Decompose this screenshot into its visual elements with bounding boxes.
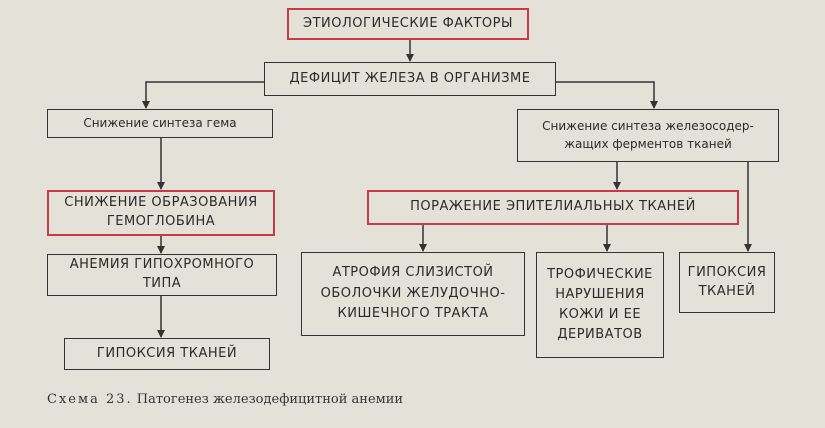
node-atrophy: АТРОФИЯ СЛИЗИСТОЙ ОБОЛОЧКИ ЖЕЛУДОЧНО-КИШ… — [301, 252, 525, 336]
node-enzyme-synthesis: Снижение синтеза железосодер-жащих ферме… — [517, 109, 779, 162]
caption-text: Патогенез железодефицитной анемии — [136, 392, 404, 407]
caption-prefix: Схема 23. — [47, 392, 133, 407]
node-hypoxia-right: ГИПОКСИЯ ТКАНЕЙ — [679, 252, 775, 313]
arrow-deficit-to-enzymes — [556, 81, 658, 109]
node-anemia: АНЕМИЯ ГИПОХРОМНОГО ТИПА — [47, 254, 277, 296]
node-trophic: ТРОФИЧЕСКИЕ НАРУШЕНИЯ КОЖИ И ЕЕ ДЕРИВАТО… — [536, 252, 664, 358]
arrow-deficit-to-heme — [142, 81, 264, 109]
node-hypoxia-left: ГИПОКСИЯ ТКАНЕЙ — [64, 338, 270, 370]
node-hemoglobin: СНИЖЕНИЕ ОБРАЗОВАНИЯ ГЕМОГЛОБИНА — [47, 190, 275, 236]
figure-caption: Схема 23. Патогенез железодефицитной ане… — [47, 392, 403, 407]
node-epithelial: ПОРАЖЕНИЕ ЭПИТЕЛИАЛЬНЫХ ТКАНЕЙ — [367, 190, 739, 225]
node-iron-deficit: ДЕФИЦИТ ЖЕЛЕЗА В ОРГАНИЗМЕ — [264, 62, 556, 96]
node-heme-synthesis: Снижение синтеза гема — [47, 109, 273, 138]
node-etiology: ЭТИОЛОГИЧЕСКИЕ ФАКТОРЫ — [287, 8, 529, 40]
